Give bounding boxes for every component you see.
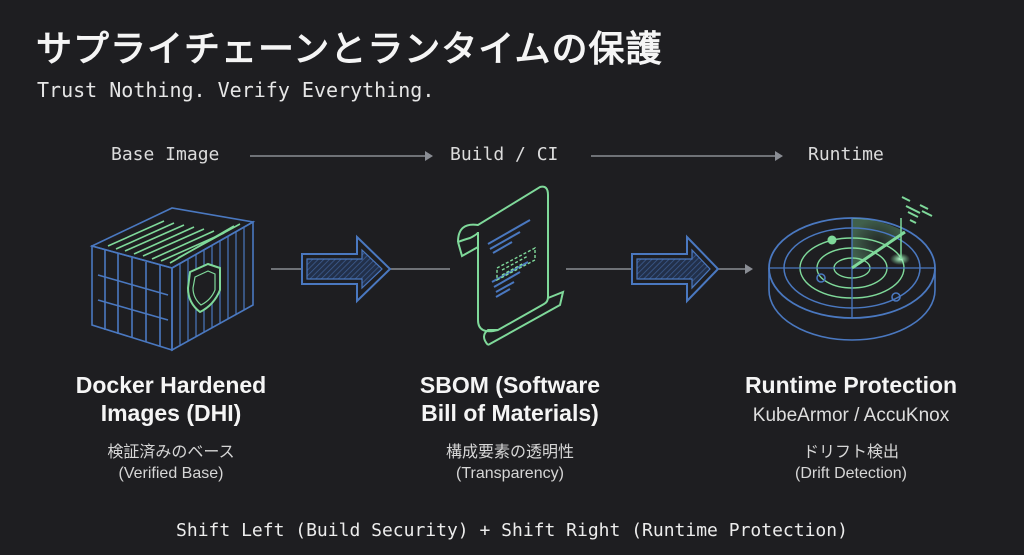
sbom-english-label: (Transparency) bbox=[456, 465, 564, 482]
column-sbom: SBOM (Software Bill of Materials) 構成要素の透… bbox=[360, 371, 660, 485]
page-title: サプライチェーンとランタイムの保護 bbox=[36, 29, 663, 70]
sbom-heading-line1: SBOM (Software bbox=[419, 372, 601, 398]
scroll-document-icon bbox=[457, 185, 565, 346]
stage-label-base-image: Base Image bbox=[111, 144, 220, 165]
dhi-english-label: (Verified Base) bbox=[118, 465, 224, 482]
shipping-container-shield-icon bbox=[89, 207, 256, 352]
dhi-japanese-label: 検証済みのベース bbox=[107, 442, 235, 461]
column-runtime: Runtime Protection KubeArmor / AccuKnox … bbox=[701, 371, 1001, 485]
page-subtitle: Trust Nothing. Verify Everything. bbox=[37, 78, 435, 102]
stage-label-runtime: Runtime bbox=[808, 144, 884, 165]
stage-label-build-ci: Build / CI bbox=[450, 144, 559, 165]
runtime-heading: Runtime Protection bbox=[744, 372, 958, 398]
footer-tagline: Shift Left (Build Security) + Shift Righ… bbox=[176, 520, 848, 541]
big-arrow-1-icon bbox=[301, 234, 392, 304]
runtime-subheading: KubeArmor / AccuKnox bbox=[752, 405, 950, 426]
column-dhi: Docker Hardened Images (DHI) 検証済みのベース (V… bbox=[21, 371, 321, 485]
radar-icon bbox=[768, 196, 936, 341]
sbom-japanese-label: 構成要素の透明性 bbox=[445, 442, 574, 461]
flow-arrow-base-to-build bbox=[250, 151, 433, 161]
runtime-english-label: (Drift Detection) bbox=[794, 465, 908, 482]
runtime-japanese-label: ドリフト検出 bbox=[802, 442, 899, 461]
dhi-heading-line1: Docker Hardened bbox=[75, 372, 267, 398]
big-arrow-2-icon bbox=[631, 234, 720, 304]
flow-arrow-build-to-runtime bbox=[591, 151, 783, 161]
connector-arrowhead-2 bbox=[745, 264, 753, 274]
sbom-heading-line2: Bill of Materials) bbox=[421, 400, 599, 426]
dhi-heading-line2: Images (DHI) bbox=[100, 400, 242, 426]
